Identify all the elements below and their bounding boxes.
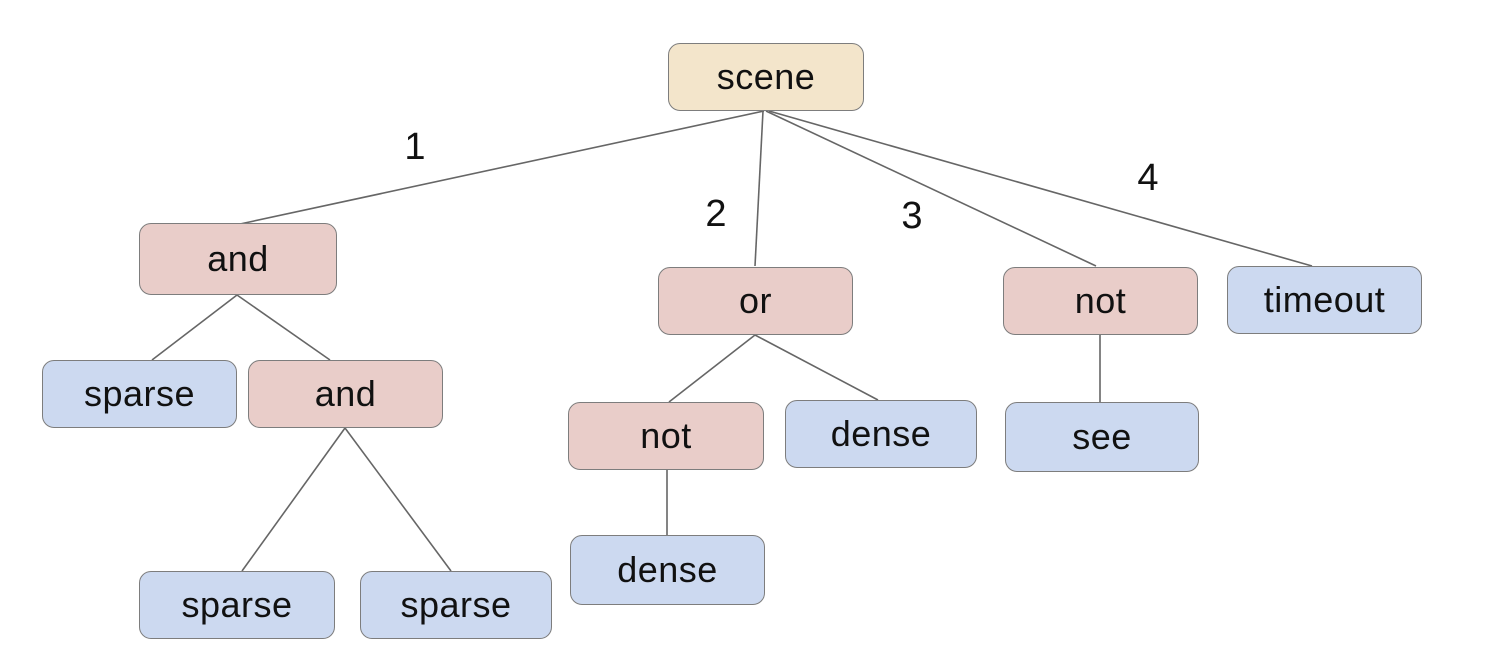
tree-node-sparse-2: sparse <box>139 571 335 639</box>
tree-node-sparse-3: sparse <box>360 571 552 639</box>
node-label: scene <box>716 56 816 97</box>
tree-node-not-2: not <box>568 402 764 470</box>
edge-and-1-to-and-2 <box>236 294 331 361</box>
tree-node-or-1: or <box>658 267 853 335</box>
tree-node-not-1: not <box>1003 267 1198 335</box>
edge-scene-to-and-1 <box>239 110 765 225</box>
node-label: and <box>314 373 377 414</box>
tree-node-scene: scene <box>668 43 864 111</box>
edge-label-3: 3 <box>901 195 923 237</box>
tree-node-and-1: and <box>139 223 337 295</box>
edge-label-4: 4 <box>1137 157 1159 199</box>
node-label: and <box>207 238 269 279</box>
tree-node-and-2: and <box>248 360 443 428</box>
edge-and-2-to-sparse-2 <box>241 427 346 572</box>
tree-node-dense-2: dense <box>570 535 765 605</box>
node-label: dense <box>617 549 718 590</box>
node-label: sparse <box>83 373 196 414</box>
node-label: not <box>640 415 692 456</box>
tree-node-see-1: see <box>1005 402 1199 472</box>
node-label: or <box>738 280 772 321</box>
edge-or-1-to-not-2 <box>668 334 756 403</box>
node-label: timeout <box>1263 279 1386 320</box>
edge-scene-to-or-1 <box>754 110 764 267</box>
node-label: sparse <box>181 584 293 625</box>
edge-or-1-to-dense-1 <box>754 334 879 401</box>
edge-scene-to-not-1 <box>765 110 1097 267</box>
edge-label-1: 1 <box>404 126 426 168</box>
node-label: dense <box>830 413 932 454</box>
edge-label-2: 2 <box>705 193 727 235</box>
tree-node-dense-1: dense <box>785 400 977 468</box>
node-label: sparse <box>400 584 512 625</box>
edge-scene-to-timeout-1 <box>768 110 1313 267</box>
tree-node-timeout-1: timeout <box>1227 266 1422 334</box>
node-label: see <box>1072 416 1132 457</box>
edge-and-1-to-sparse-1 <box>151 294 238 361</box>
tree-node-sparse-1: sparse <box>42 360 237 428</box>
edge-and-2-to-sparse-3 <box>344 427 452 572</box>
node-label: not <box>1074 280 1127 321</box>
